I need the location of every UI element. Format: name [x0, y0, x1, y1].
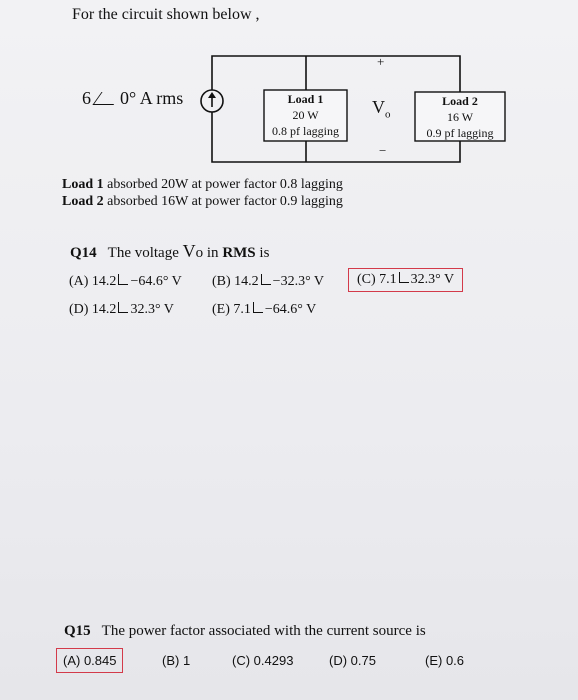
- desc-l2-text: absorbed 16W at power factor 0.9 lagging: [107, 194, 343, 209]
- load1-box: [263, 89, 348, 142]
- load1-title: Load 1: [287, 92, 324, 106]
- intro-text: For the circuit shown below ,: [72, 6, 260, 23]
- vo-label: Vo: [372, 97, 391, 121]
- vo-minus: −: [379, 143, 387, 158]
- load2-box: [414, 91, 506, 142]
- q14-text-a: The voltage: [107, 245, 179, 261]
- desc-l2-bold: Load 2: [62, 194, 104, 209]
- q14-text-b: in: [206, 245, 219, 261]
- q15-option-d[interactable]: (D) 0.75: [329, 653, 376, 668]
- q15-number: Q15: [64, 623, 91, 639]
- q14-rms: RMS: [222, 245, 256, 261]
- load2-pf: 0.9 pf lagging: [426, 126, 494, 140]
- load1-pf: 0.8 pf lagging: [272, 124, 339, 138]
- angle-icon: [252, 302, 263, 313]
- source-label: 6 0° A rms: [82, 88, 183, 109]
- current-source-icon: [200, 89, 224, 113]
- bottom-wire: [211, 112, 461, 163]
- load1-label: Load 1 20 W 0.8 pf lagging: [264, 91, 347, 139]
- q14-v: V: [182, 241, 196, 261]
- load2-title: Load 2: [442, 94, 478, 108]
- load1-power: 20 W: [292, 108, 319, 122]
- source-arrow-icon: [208, 92, 216, 98]
- angle-icon: [118, 302, 129, 313]
- q14-option-e[interactable]: (E) 7.1−64.6° V: [212, 302, 317, 317]
- source-angle: 0° A rms: [120, 88, 184, 108]
- q14-v-sub: o: [195, 245, 204, 261]
- desc-l1-bold: Load 1: [62, 177, 104, 192]
- q15-option-c[interactable]: (C) 0.4293: [232, 653, 294, 668]
- q14-question: Q14 The voltage Vo in RMS is: [70, 241, 269, 262]
- q15-option-a[interactable]: (A) 0.845: [56, 648, 124, 673]
- load2-label: Load 2 16 W 0.9 pf lagging: [415, 93, 505, 141]
- load2-power: 16 W: [446, 110, 474, 124]
- angle-icon: [118, 274, 129, 285]
- top-wire: [211, 55, 461, 92]
- source-magnitude: 6: [82, 88, 91, 108]
- q14-option-a[interactable]: (A) 14.2−64.6° V: [69, 274, 182, 289]
- angle-icon: [260, 274, 271, 285]
- vo-plus: +: [377, 54, 385, 69]
- q15-question: Q15 The power factor associated with the…: [64, 623, 426, 640]
- q14-number: Q14: [70, 245, 97, 261]
- desc-l1-text: absorbed 20W at power factor 0.8 lagging: [107, 177, 343, 192]
- q15-text: The power factor associated with the cur…: [101, 623, 426, 639]
- q14-text-c: is: [259, 245, 270, 261]
- q15-option-e[interactable]: (E) 0.6: [425, 653, 465, 668]
- q14-option-b[interactable]: (B) 14.2−32.3° V: [212, 274, 325, 289]
- angle-icon: [92, 92, 123, 105]
- q15-option-b[interactable]: (B) 1: [162, 653, 191, 668]
- angle-icon: [398, 272, 409, 283]
- load-description: Load 1 absorbed 20W at power factor 0.8 …: [62, 176, 343, 210]
